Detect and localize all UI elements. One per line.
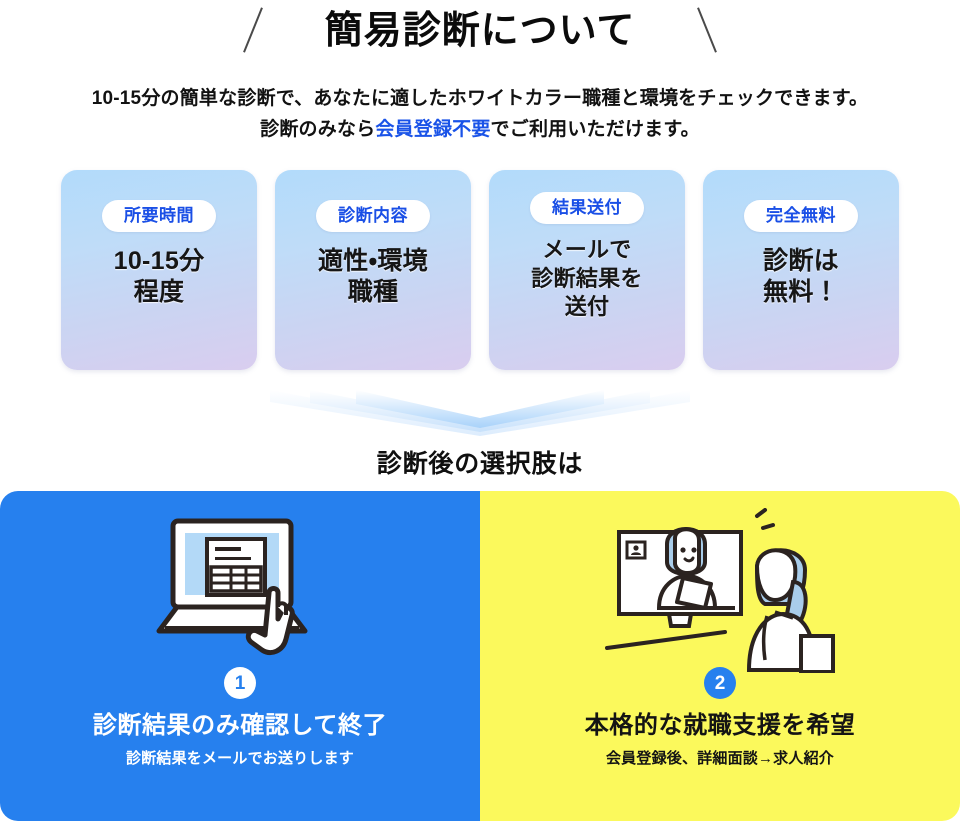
- card-badge: 完全無料: [744, 199, 858, 233]
- option-number-badge: 2: [704, 667, 736, 699]
- lead-copy: 10-15分の簡単な診断で、あなたに適したホワイトカラー職種と環境をチェックでき…: [0, 84, 960, 146]
- card-body: 適性・環境 職種: [318, 246, 428, 308]
- card-body-line: 送付: [564, 294, 610, 320]
- option-panel-list: 1 診断結果のみ確認して終了 診断結果をメールでお送りします: [0, 491, 960, 821]
- card-badge: 所要時間: [102, 199, 216, 233]
- option-panel-result-only[interactable]: 1 診断結果のみ確認して終了 診断結果をメールでお送りします: [0, 491, 480, 821]
- card-body-line: 程度: [133, 278, 185, 307]
- option-number-badge: 1: [224, 667, 256, 699]
- feature-card-price: 完全無料 診断は 無料！: [703, 169, 899, 370]
- card-body-line: メールで: [542, 237, 632, 263]
- card-body-line: 診断結果を: [531, 265, 643, 291]
- page-title: 簡易診断について: [324, 10, 636, 52]
- option-subtitle: 会員登録後、詳細面談→求人紹介: [605, 750, 834, 768]
- feature-card-duration: 所要時間 10-15分 程度: [61, 169, 257, 370]
- card-body-line: 診断は: [763, 247, 839, 276]
- card-body: 診断は 無料！: [763, 246, 839, 308]
- option-subtitle: 診断結果をメールでお送りします: [125, 750, 354, 768]
- card-body: 10-15分 程度: [114, 246, 205, 308]
- transition-heading: 診断後の選択肢は: [376, 449, 584, 478]
- title-slash-left-icon: [243, 7, 263, 53]
- lead-line-2: 診断のみなら会員登録不要でご利用いただけます。: [0, 115, 960, 146]
- laptop-with-pointing-hand-icon: [145, 505, 335, 675]
- card-body-line: 適性・環境: [317, 247, 428, 276]
- card-badge: 診断内容: [316, 199, 430, 233]
- card-body-line: 無料！: [763, 278, 839, 307]
- lead-line-2-after: でご利用いただけます。: [490, 118, 700, 140]
- lead-line-1: 10-15分の簡単な診断で、あなたに適したホワイトカラー職種と環境をチェックでき…: [91, 88, 869, 109]
- option-title: 本格的な就職支援を希望: [584, 712, 856, 739]
- feature-card-delivery: 結果送付 メールで 診断結果を 送付: [489, 169, 685, 370]
- lead-line-2-before: 診断のみなら: [260, 118, 376, 140]
- card-badge: 結果送付: [530, 191, 644, 225]
- video-interview-icon: [605, 505, 835, 675]
- transition-section: 診断後の選択肢は: [0, 389, 960, 486]
- lead-highlight: 会員登録不要: [375, 118, 491, 140]
- feature-card-list: 所要時間 10-15分 程度 診断内容 適性・環境 職種 結果送付 メールで 診…: [0, 169, 960, 370]
- card-body-line: 職種: [347, 278, 399, 307]
- option-panel-job-support[interactable]: 2 本格的な就職支援を希望 会員登録後、詳細面談→求人紹介: [480, 491, 960, 821]
- page-header: 簡易診断について: [0, 0, 960, 62]
- chevron-down-stack-icon: [270, 389, 690, 436]
- title-slash-right-icon: [697, 7, 717, 53]
- card-body: メールで 診断結果を 送付: [531, 236, 643, 322]
- card-body-line: 10-15分: [113, 247, 205, 276]
- feature-card-content: 診断内容 適性・環境 職種: [275, 169, 471, 370]
- option-title: 診断結果のみ確認して終了: [92, 712, 388, 739]
